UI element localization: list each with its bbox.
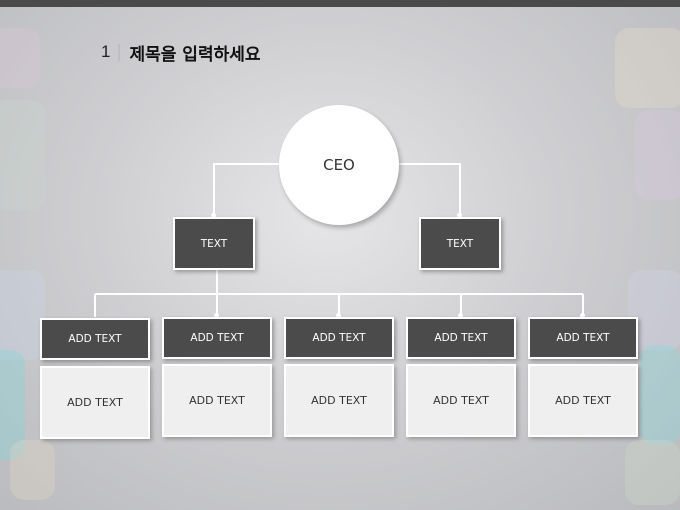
decor-panel-left-5	[10, 440, 55, 500]
unit-body-3: ADD TEXT	[284, 364, 394, 437]
decor-panel-right-4	[640, 345, 680, 445]
connector-dot	[211, 213, 216, 218]
unit-header-1: ADD TEXT	[40, 318, 150, 360]
unit-header-3: ADD TEXT	[284, 317, 394, 359]
top-bar	[0, 0, 680, 7]
manager-node-left: TEXT	[173, 217, 255, 270]
decor-panel-right-1	[615, 28, 680, 108]
slide-title: 1 제목을 입력하세요	[101, 40, 261, 65]
unit-header-4: ADD TEXT	[406, 317, 516, 359]
decor-panel-left-1	[0, 28, 40, 88]
manager-node-right: TEXT	[419, 217, 501, 270]
decor-panel-left-3	[0, 270, 45, 360]
unit-header-5: ADD TEXT	[528, 317, 638, 359]
unit-body-1: ADD TEXT	[40, 366, 150, 439]
decor-panel-right-2	[635, 110, 680, 200]
decor-panel-left-2	[0, 100, 45, 210]
connector-ceo-right	[397, 163, 461, 217]
connector-dot	[336, 313, 341, 318]
title-text: 제목을 입력하세요	[129, 44, 261, 65]
unit-header-2: ADD TEXT	[162, 317, 272, 359]
connector-dot	[458, 313, 463, 318]
decor-panel-left-4	[0, 350, 25, 460]
title-divider	[118, 43, 121, 61]
unit-body-2: ADD TEXT	[162, 364, 272, 437]
connector-dot	[580, 313, 585, 318]
title-number: 1	[101, 42, 111, 61]
unit-body-5: ADD TEXT	[528, 364, 638, 437]
unit-body-4: ADD TEXT	[406, 364, 516, 437]
connector-dot	[457, 213, 462, 218]
ceo-node: CEO	[279, 105, 399, 225]
decor-panel-right-5	[625, 440, 680, 505]
connector-ceo-left	[213, 163, 282, 217]
connector-dot	[214, 313, 219, 318]
